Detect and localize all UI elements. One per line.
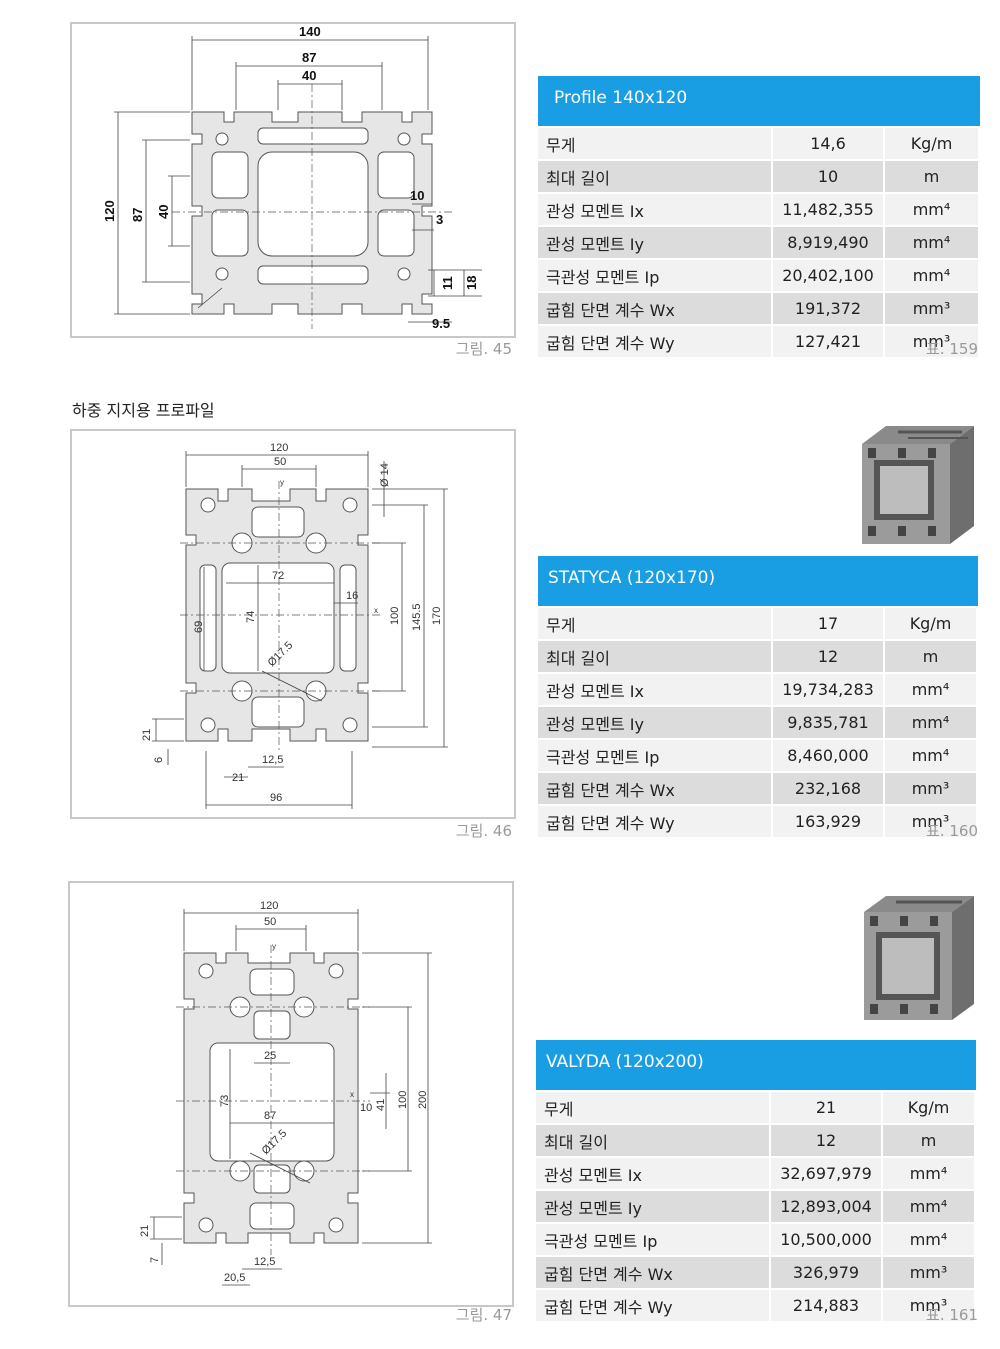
dim-3: 3 xyxy=(436,212,443,227)
axis-x: x xyxy=(350,1090,354,1099)
profile-140x120-drawing: 140 87 40 120 87 40 10 3 11 18 9.5 xyxy=(102,24,482,331)
figure-46-drawing: 120 50 Ø 14 72 16 74 69 100 145.5 170 Ø1… xyxy=(70,429,516,819)
table-title: VALYDA (120x200) xyxy=(536,1040,976,1090)
dim-200: 200 xyxy=(417,1091,429,1109)
dim-7: 7 xyxy=(149,1257,161,1263)
dim-11: 11 xyxy=(440,276,455,290)
dim-20-5: 20,5 xyxy=(224,1272,245,1284)
dim-145-5: 145.5 xyxy=(411,603,423,631)
dim-6: 6 xyxy=(153,757,165,763)
dim-10: 10 xyxy=(360,1102,372,1114)
statyca-profile-photo xyxy=(858,420,976,550)
dim-50: 50 xyxy=(274,456,286,468)
axis-x: x xyxy=(374,606,378,615)
dim-87-vertical: 87 xyxy=(130,208,145,222)
dim-170: 170 xyxy=(431,607,443,625)
table-159-caption: 표. 159 xyxy=(926,340,978,358)
dim-12-5: 12,5 xyxy=(254,1256,275,1268)
dim-10: 10 xyxy=(410,188,424,203)
dim-100: 100 xyxy=(397,1091,409,1109)
dim-21-horizontal: 21 xyxy=(232,772,244,784)
dim-21: 21 xyxy=(141,729,153,741)
dim-69: 69 xyxy=(193,621,205,633)
section-heading: 하중 지지용 프로파일 xyxy=(72,401,215,420)
dim-40-vertical: 40 xyxy=(156,205,171,219)
dim-120: 120 xyxy=(270,442,288,454)
dim-140: 140 xyxy=(299,24,321,39)
dim-87: 87 xyxy=(264,1110,276,1122)
dim-50: 50 xyxy=(264,916,276,928)
dim-96: 96 xyxy=(270,792,282,804)
dim-25: 25 xyxy=(264,1050,276,1062)
figure-47-caption: 그림. 47 xyxy=(455,1306,512,1324)
dim-9-5: 9.5 xyxy=(432,316,450,331)
dim-12-5: 12,5 xyxy=(262,754,283,766)
dim-120: 120 xyxy=(102,200,117,222)
dim-100: 100 xyxy=(389,607,401,625)
dim-72: 72 xyxy=(272,570,284,582)
figure-45-caption: 그림. 45 xyxy=(455,340,512,358)
valyda-profile-photo xyxy=(860,890,976,1026)
figure-47-drawing: 120 50 25 73 87 10 41 100 200 Ø17.5 21 7… xyxy=(68,881,514,1307)
dim-73: 73 xyxy=(219,1095,231,1107)
table-160-caption: 표. 160 xyxy=(926,822,978,840)
statyca-profile-drawing: 120 50 Ø 14 72 16 74 69 100 145.5 170 Ø1… xyxy=(141,442,448,809)
table-title: Profile 140x120 xyxy=(538,76,980,126)
dim-16: 16 xyxy=(346,590,358,602)
dim-41: 41 xyxy=(375,1099,387,1111)
dim-74: 74 xyxy=(245,611,257,623)
dim-dia-14: Ø 14 xyxy=(379,463,391,487)
table-161-caption: 표. 161 xyxy=(926,1306,978,1324)
valyda-profile-drawing: 120 50 25 73 87 10 41 100 200 Ø17.5 21 7… xyxy=(139,900,432,1286)
dim-120: 120 xyxy=(260,900,278,912)
axis-y: y xyxy=(272,942,276,951)
table-title: STATYCA (120x170) xyxy=(538,556,978,606)
axis-y: y xyxy=(280,478,284,487)
figure-46-caption: 그림. 46 xyxy=(455,822,512,840)
dim-40: 40 xyxy=(302,68,316,83)
dim-87: 87 xyxy=(302,50,316,65)
figure-45-drawing: 140 87 40 120 87 40 10 3 11 18 9.5 xyxy=(70,22,516,338)
dim-21: 21 xyxy=(139,1225,151,1237)
dim-18: 18 xyxy=(464,276,479,290)
